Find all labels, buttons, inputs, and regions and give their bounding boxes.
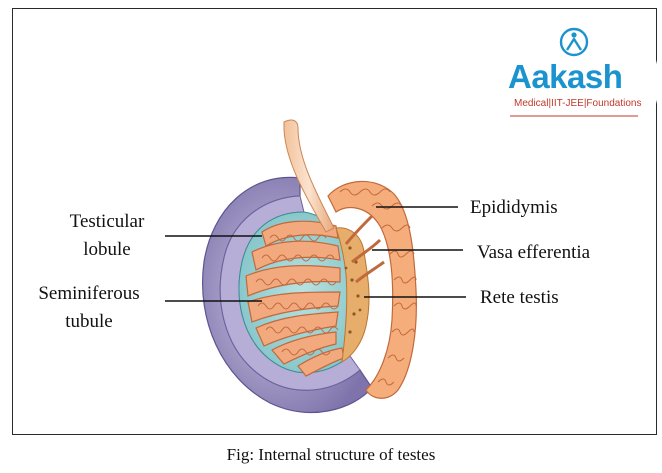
label-testicular-line2: lobule: [83, 239, 131, 260]
label-vasa-efferentia: Vasa efferentia: [477, 242, 591, 263]
label-testicular-lobule: Testicular lobule: [52, 208, 162, 264]
label-testicular-line1: Testicular: [69, 211, 145, 232]
label-seminiferous-line2: tubule: [65, 311, 113, 332]
leader-lines: [165, 206, 466, 302]
aakash-logo: Aakash Medical|IIT-JEE|Foundations: [490, 12, 660, 162]
brand-tagline: Medical|IIT-JEE|Foundations: [514, 98, 642, 109]
spermatic-cord: [283, 119, 335, 233]
seminiferous-tubules: [245, 220, 345, 377]
label-epididymis: Epididymis: [470, 197, 558, 218]
figure-caption: Fig: Internal structure of testes: [226, 445, 436, 464]
brand-name: Aakash: [508, 58, 623, 95]
label-rete-testis: Rete testis: [480, 287, 559, 308]
epididymis-coils: [339, 188, 417, 386]
rete-testis: [335, 227, 370, 363]
tubule-coils: [255, 234, 339, 356]
logo-emblem-icon: [491, 12, 659, 162]
epididymis: [327, 180, 417, 399]
vasa-efferentia: [344, 214, 385, 284]
label-seminiferous-line1: Seminiferous: [38, 283, 140, 304]
label-seminiferous-tubule: Seminiferous tubule: [26, 280, 152, 336]
rete-dots: [344, 246, 362, 334]
